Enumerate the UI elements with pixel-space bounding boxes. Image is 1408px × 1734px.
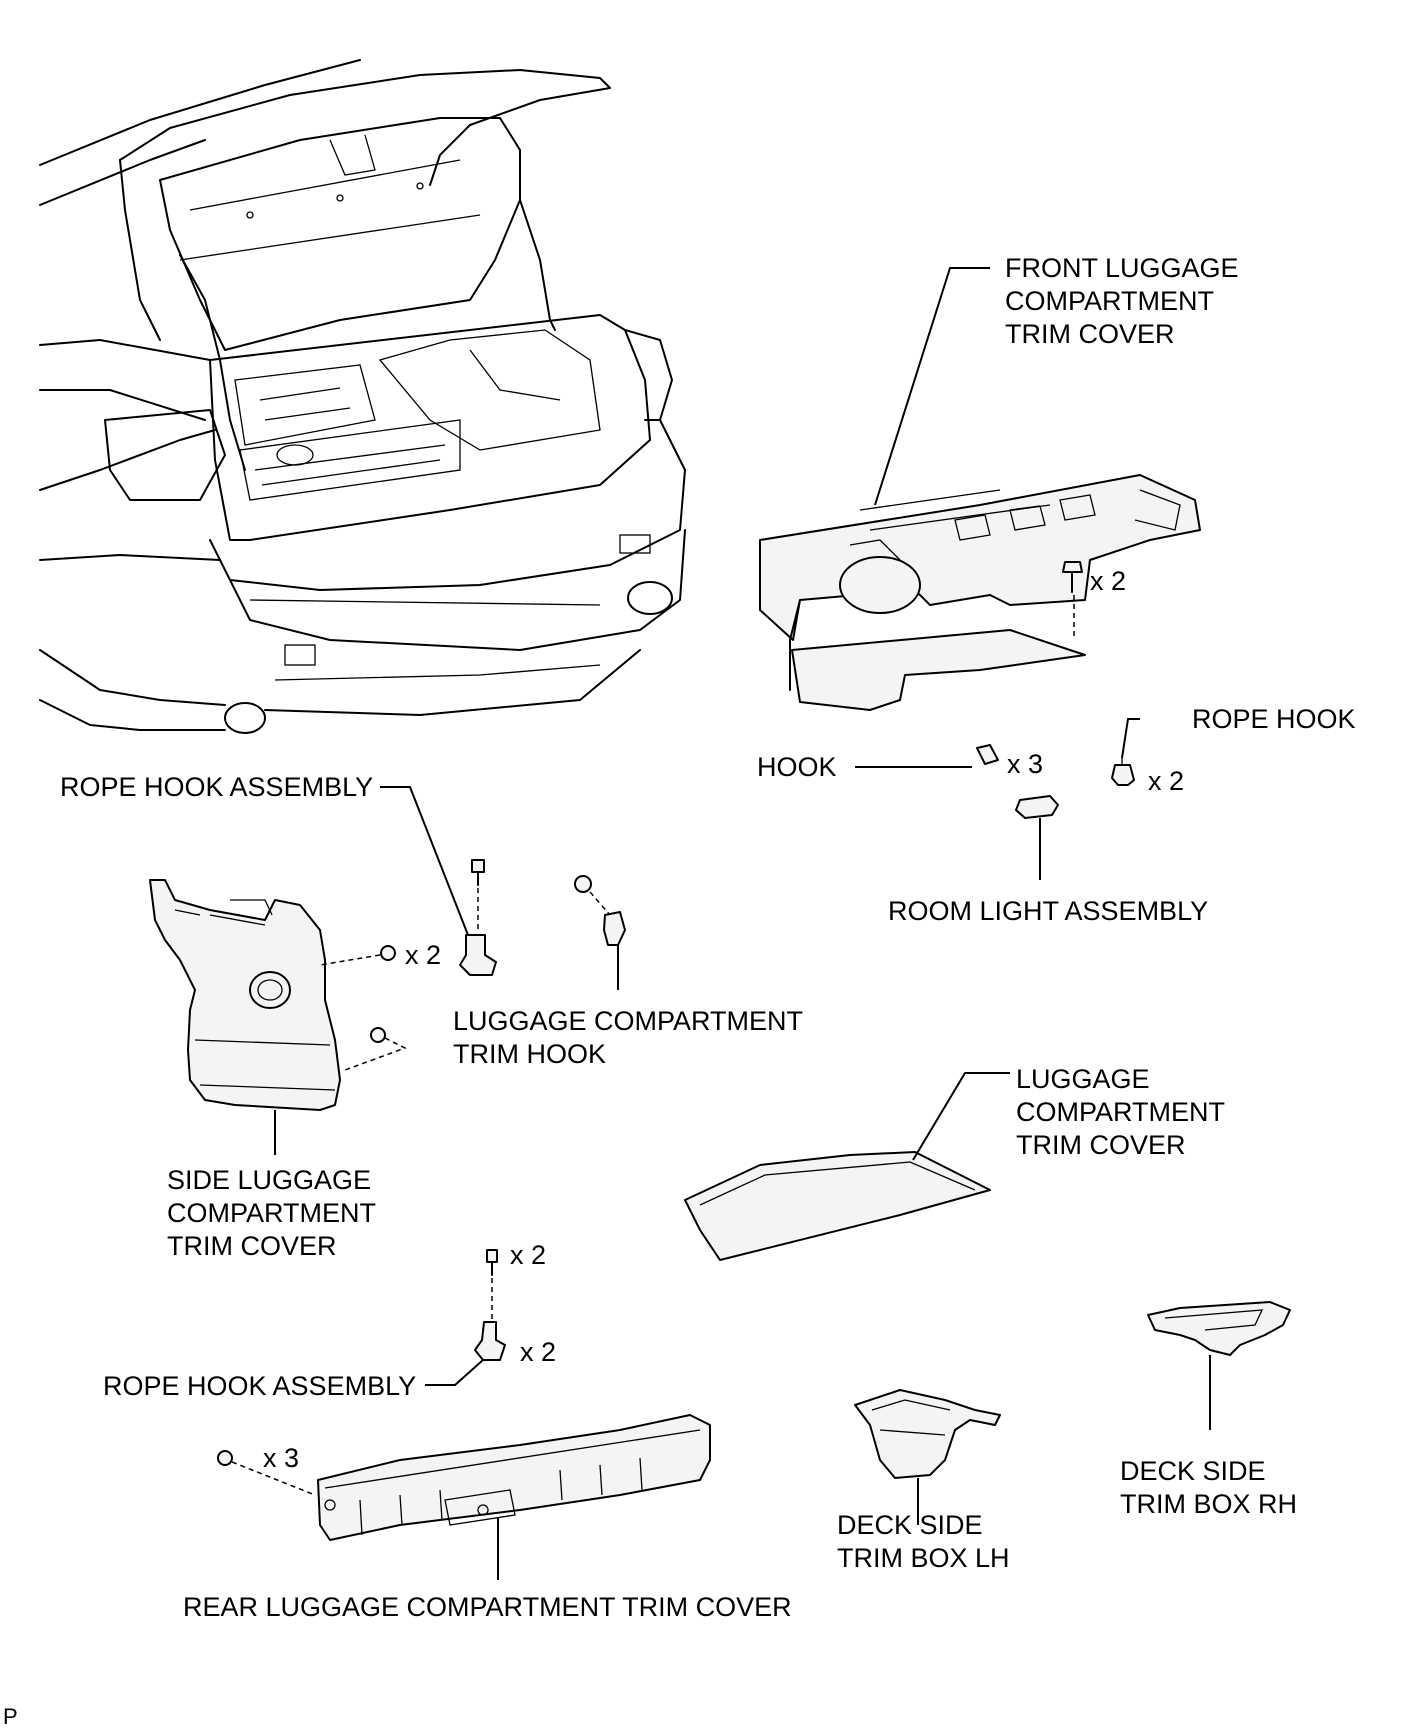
trim-hook-label: LUGGAGE COMPARTMENT TRIM HOOK <box>453 1006 804 1069</box>
rope-hook-qty: x 2 <box>1148 766 1185 796</box>
room-light-part <box>1015 795 1059 819</box>
deck-box-lh-part <box>854 1389 1001 1479</box>
hook-part <box>976 744 999 765</box>
room-light-label: ROOM LIGHT ASSEMBLY <box>888 896 1209 926</box>
rear-trim-cover-part <box>317 1414 711 1541</box>
rope-hook-part <box>1111 758 1135 786</box>
deck-box-rh-part <box>1147 1301 1291 1356</box>
lower-bolt-qty: x 2 <box>510 1240 547 1270</box>
hook-qty: x 3 <box>1007 749 1044 779</box>
hook-label: HOOK <box>757 752 837 782</box>
rope-hook-label: ROPE HOOK <box>1192 704 1356 734</box>
rear-trim-cover-label: REAR LUGGAGE COMPARTMENT TRIM COVER <box>183 1592 792 1622</box>
front-trim-cover-label: FRONT LUGGAGE COMPARTMENT TRIM COVER <box>1005 253 1239 349</box>
side-clip-part <box>319 945 407 1071</box>
luggage-trim-cover-label: LUGGAGE COMPARTMENT TRIM COVER <box>1016 1064 1225 1160</box>
side-trim-cover-label: SIDE LUGGAGE COMPARTMENT TRIM COVER <box>167 1165 376 1261</box>
side-clip-qty: x 2 <box>405 940 442 970</box>
leader-lines <box>274 267 1211 1580</box>
trim-hook-part <box>574 875 626 946</box>
corner-mark: P <box>3 1704 18 1729</box>
lower-rope-hook-assembly-label: ROPE HOOK ASSEMBLY <box>103 1371 417 1401</box>
car-illustration <box>39 59 686 734</box>
front-clip-qty: x 2 <box>1090 566 1127 596</box>
rear-clip-part <box>217 1450 316 1496</box>
front-clip-part <box>1062 561 1083 640</box>
rear-clip-qty: x 3 <box>263 1443 300 1473</box>
upper-rope-hook-part <box>459 859 497 976</box>
lower-rope-hook-part <box>474 1249 506 1361</box>
luggage-trim-cover-part <box>684 1151 991 1261</box>
front-trim-cover-part <box>759 474 1201 711</box>
deck-box-lh-label: DECK SIDE TRIM BOX LH <box>837 1510 1010 1573</box>
side-trim-cover-part <box>149 879 341 1111</box>
lower-rope-hook-qty: x 2 <box>520 1337 557 1367</box>
deck-box-rh-label: DECK SIDE TRIM BOX RH <box>1120 1456 1298 1519</box>
upper-rope-hook-assembly-label: ROPE HOOK ASSEMBLY <box>60 772 374 802</box>
